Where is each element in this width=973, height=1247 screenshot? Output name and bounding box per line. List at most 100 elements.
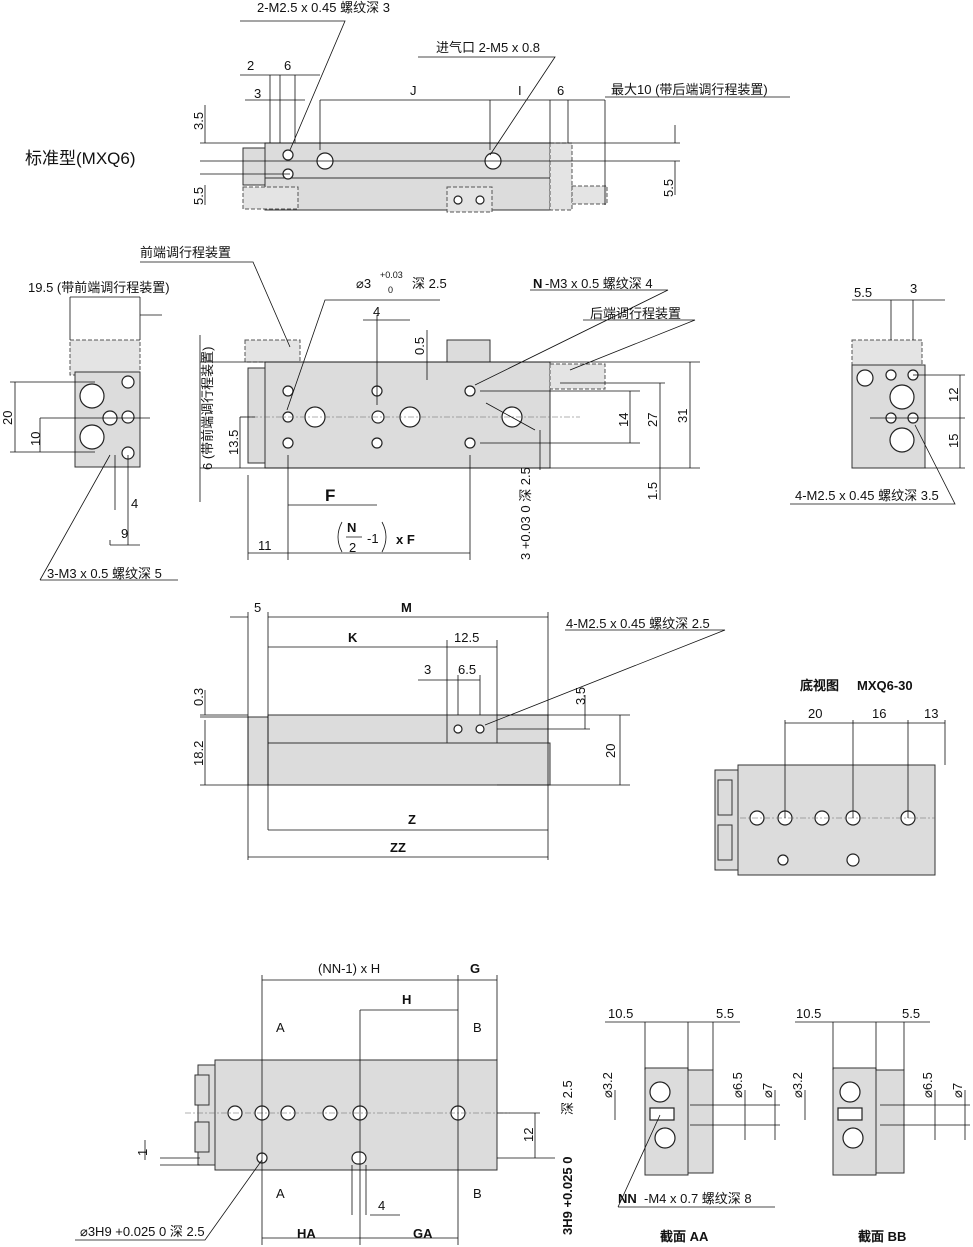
bore-icon [839,1081,861,1103]
adjuster [717,824,733,861]
dim-3: 3 [254,86,261,101]
section-rail [875,1069,905,1174]
port-icon [889,427,915,453]
dim-6: 6 [284,58,291,73]
thread-hole-icon [121,375,135,389]
rear-adjuster [549,363,606,390]
dim-6-adjuster: 6 (带前端调行程装置) [200,346,215,470]
dim-I: I [518,83,522,98]
dim-3.5: 3.5 [573,687,588,705]
pin-note: ⌀3 [356,276,371,291]
dia-7: ⌀7 [760,1083,775,1098]
adjuster-note: 19.5 (带前端调行程装置) [28,280,170,295]
thread-hole-icon [121,410,135,424]
dim-3: 3 [424,662,431,677]
rear-adjuster-bolt [571,185,608,205]
dim-6b: 6 [557,83,564,98]
left-side-view: 19.5 (带前端调行程装置) 20 10 4 9 3-M3 x 0.5 螺纹深… [0,280,178,581]
dim-Z: Z [408,812,416,827]
hole-icon [475,195,485,205]
dim-20: 20 [603,744,618,758]
section-mark-B-bottom: B [473,1186,482,1201]
rear-adjuster-note: 后端调行程装置 [590,306,681,321]
dim-16: 16 [872,706,886,721]
pin-hole-note: ⌀3H9 +0.025 0 深 2.5 [80,1224,205,1239]
depth-note: 深 2.5 [560,1080,575,1115]
pin-tol-lower: 0 [388,285,393,295]
thread-hole-icon [371,437,383,449]
bottom-view-model: MXQ6-30 [857,678,913,693]
view-title: 标准型(MXQ6) [25,149,136,168]
table-body [264,142,551,179]
thread-section-icon [649,1107,675,1121]
front-adjuster [244,339,301,363]
hole-icon [453,195,463,205]
dim-2: 2 [247,58,254,73]
dim-10: 10 [28,432,43,446]
dim-F: F [325,486,335,505]
thread-hole-icon [453,724,463,734]
dim-3.5: 3.5 [191,112,206,130]
n-bold: N [533,276,542,291]
dim-H: H [402,992,411,1007]
end-cap [242,147,266,186]
n-thread-note: -M3 x 0.5 螺纹深 4 [545,276,653,291]
dim-5: 5 [254,600,261,615]
adjuster [717,779,733,816]
dim-13.5: 13.5 [226,430,241,455]
thread-hole-icon [464,385,476,397]
thread-hole-icon [282,385,294,397]
dim-11: 11 [258,538,272,553]
dim-ZZ: ZZ [390,840,406,855]
formula-minus-1: -1 [367,531,379,546]
front-adjuster [69,339,141,376]
slot-note: 3 +0.03 0 深 2.5 [518,467,533,560]
dim-20: 20 [0,411,15,425]
dim-5.5: 5.5 [854,285,872,300]
dim-13: 13 [924,706,938,721]
dim-J: J [410,83,417,98]
dim-5.5-right: 5.5 [661,179,676,197]
thread-hole-icon [885,369,897,381]
dim-3: 3 [910,281,917,296]
thread-hole-icon [475,724,485,734]
right-side-view: 5.5 3 12 15 4-M2.5 x 0.45 螺纹深 3.5 [790,281,965,505]
dim-12: 12 [946,388,961,402]
dim-27: 27 [645,413,660,427]
front-adjuster [242,186,299,210]
dim-20: 20 [808,706,822,721]
nn-h-dim: (NN-1) x H [318,961,380,976]
hole-icon [777,854,789,866]
thread-note: 4-M2.5 x 0.45 螺纹深 2.5 [566,616,710,631]
dim-4: 4 [131,496,138,511]
rail-body [264,177,551,211]
dia-7: ⌀7 [950,1083,965,1098]
dim-5.5: 5.5 [191,187,206,205]
dim-6.5: 6.5 [458,662,476,677]
adjuster-icon [856,369,874,387]
dim-31: 31 [675,409,690,423]
thread-hole-icon [282,149,294,161]
port-note: 进气口 2-M5 x 0.8 [436,40,540,55]
middle-view: 5 M K 12.5 3 6.5 4-M2.5 x 0.45 螺纹深 2.5 0… [191,600,726,860]
dim-K: K [348,630,358,645]
bore-icon [649,1081,671,1103]
dim-G: G [470,961,480,976]
section-aa: 10.5 5.5 ⌀3.2 ⌀6.5 ⌀7 NN -M4 x 0.7 螺纹深 8… [600,1006,780,1244]
rail-body [267,742,551,786]
thread-note: 3-M3 x 0.5 螺纹深 5 [47,566,162,581]
dim-HA: HA [297,1226,316,1241]
dim-10.5: 10.5 [796,1006,821,1021]
dim-4: 4 [373,304,380,319]
front-view: 前端调行程装置 ⌀3 +0.03 0 深 2.5 N -M3 x 0.5 螺纹深… [140,245,700,560]
bottom-view-title: 底视图 [800,678,839,693]
dim-18.2: 18.2 [191,741,206,766]
section-bb: 10.5 5.5 ⌀3.2 ⌀6.5 ⌀7 截面 BB [790,1006,970,1244]
slot-icon [351,1151,367,1165]
port-icon [79,424,105,450]
port-icon [889,384,915,410]
rear-adjuster [549,142,573,211]
port-icon [79,383,105,409]
